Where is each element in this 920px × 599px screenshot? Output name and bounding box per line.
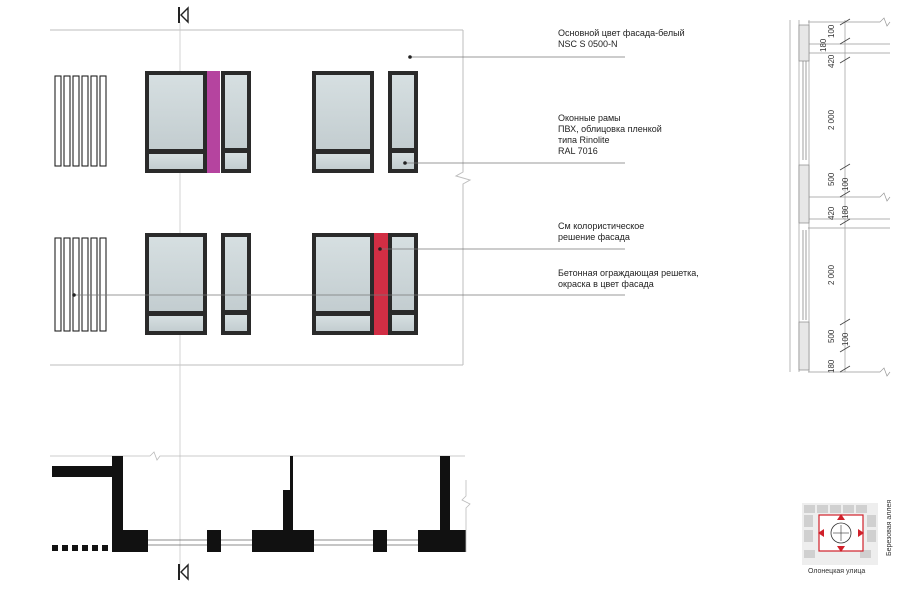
dim-label: 500 bbox=[827, 329, 836, 343]
leader-lines bbox=[74, 56, 625, 296]
annotation-window-frames: Оконные рамы ПВХ, облицовка пленкой типа… bbox=[558, 113, 662, 157]
annotation-color-scheme: См колористическое решение фасада bbox=[558, 221, 644, 243]
annotation-line: Бетонная ограждающая решетка, bbox=[558, 268, 699, 278]
annotation-line: См колористическое bbox=[558, 221, 645, 231]
concrete-grille-lower bbox=[54, 237, 107, 332]
concrete-grille-upper bbox=[54, 75, 107, 167]
annotation-line: решение фасада bbox=[558, 232, 630, 242]
dim-label: 420 bbox=[827, 206, 836, 220]
dim-label: 420 bbox=[827, 54, 836, 68]
window-lower-2 bbox=[221, 233, 251, 335]
window-upper-2 bbox=[221, 71, 251, 173]
location-plan: Олонецкая улица Березовая аллея bbox=[802, 500, 893, 575]
dim-label: 100 bbox=[827, 24, 836, 38]
floor-plan bbox=[50, 451, 471, 552]
dim-label: 2 000 bbox=[827, 109, 836, 130]
section-marker-bottom bbox=[178, 563, 189, 581]
annotation-line: Оконные рамы bbox=[558, 113, 621, 123]
dim-label: 100 bbox=[841, 332, 850, 346]
leader-dots bbox=[72, 55, 412, 297]
color-panel-red bbox=[374, 233, 388, 335]
dim-label: 500 bbox=[827, 172, 836, 186]
dim-label: 100 bbox=[841, 177, 850, 191]
window-lower-1 bbox=[145, 233, 207, 335]
street-label-bottom: Олонецкая улица bbox=[808, 568, 865, 575]
window-upper-1 bbox=[145, 71, 207, 173]
annotation-line: типа Rinolite bbox=[558, 135, 610, 145]
color-panel-magenta bbox=[207, 71, 220, 173]
window-upper-4 bbox=[388, 71, 418, 173]
annotation-line: ПВХ, облицовка пленкой bbox=[558, 124, 662, 134]
annotation-line: окраска в цвет фасада bbox=[558, 279, 654, 289]
window-lower-3 bbox=[312, 233, 374, 335]
dim-label: 2 000 bbox=[827, 264, 836, 285]
annotation-line: RAL 7016 bbox=[558, 146, 598, 156]
dim-label: 180 bbox=[827, 359, 836, 373]
annotation-facade-color: Основной цвет фасада-белый NSC S 0500-N bbox=[558, 28, 685, 50]
dim-label: 180 bbox=[819, 38, 828, 52]
section-marker-top bbox=[178, 6, 189, 24]
street-label-right: Березовая аллея bbox=[886, 500, 893, 556]
window-upper-3 bbox=[312, 71, 374, 173]
annotation-line: NSC S 0500-N bbox=[558, 39, 618, 49]
dim-label: 180 bbox=[841, 205, 850, 219]
annotation-line: Основной цвет фасада-белый bbox=[558, 28, 685, 38]
wall-section bbox=[789, 17, 891, 377]
facade-outline bbox=[50, 29, 472, 366]
window-lower-4 bbox=[388, 233, 418, 335]
annotation-concrete-grille: Бетонная ограждающая решетка, окраска в … bbox=[558, 268, 699, 290]
section-dimension-labels: 100 180 420 2 000 500 100 420 180 2 000 … bbox=[819, 24, 850, 373]
